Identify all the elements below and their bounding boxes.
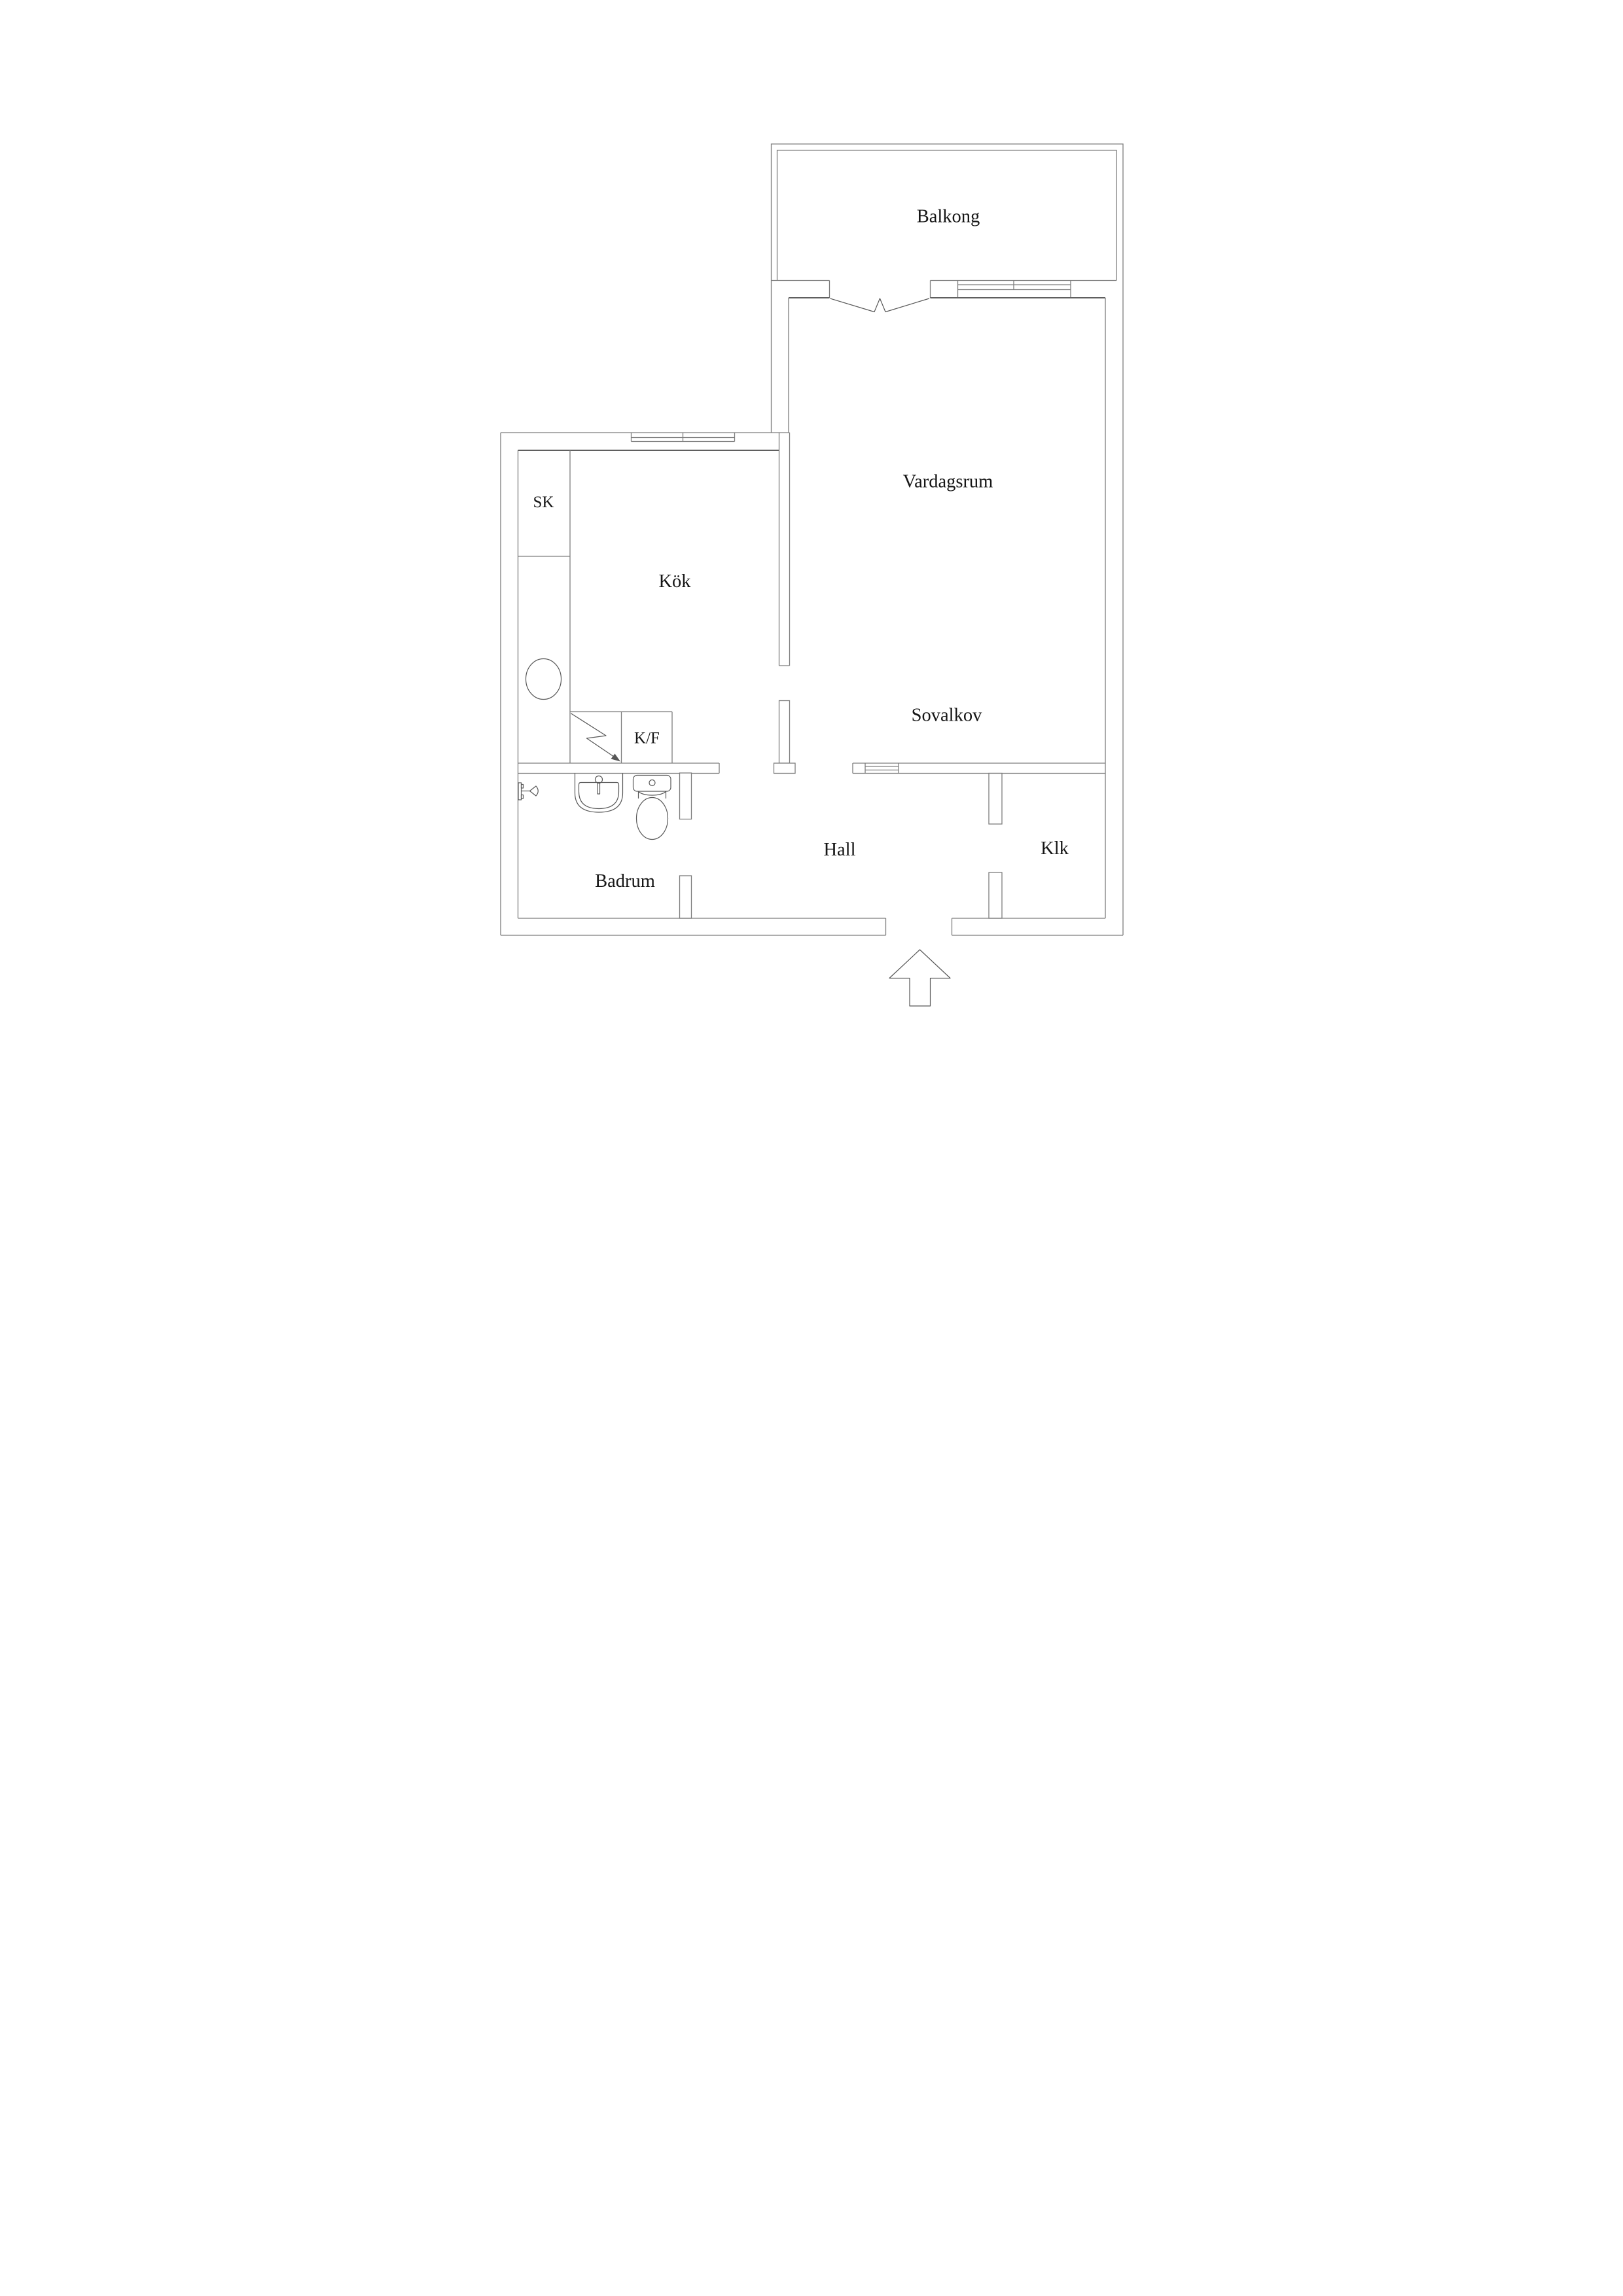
- shower-icon: [518, 782, 539, 800]
- bathroom: Badrum: [518, 772, 692, 919]
- toilet-seat-curve: [637, 791, 667, 798]
- toilet-icon: [632, 774, 671, 840]
- bathroom-door-stub-bottom: [679, 875, 692, 919]
- entrance-opening-caps: [885, 918, 953, 935]
- room-label-balkong: Balkong: [917, 207, 980, 227]
- balcony-double-door-icon: [830, 298, 930, 313]
- window-glass-lines: [957, 280, 1071, 291]
- room-label-sk: SK: [533, 493, 554, 511]
- shower-wall-plate: [518, 782, 522, 800]
- kitchen-living-partition-wall: [771, 298, 796, 774]
- shower-tab-bottom: [520, 794, 524, 799]
- kitchen-window-lines: [630, 433, 736, 442]
- radiator-lines: [865, 763, 899, 774]
- kitchen-window-icon: [630, 433, 736, 442]
- kitchen: K/F Kök SK: [518, 450, 720, 774]
- entrance-arrow-icon: [889, 949, 951, 1007]
- room-label-vardagsrum: Vardagsrum: [903, 472, 993, 492]
- room-label-sovalkov: Sovalkov: [912, 706, 982, 726]
- hall: Hall: [823, 840, 855, 860]
- klk-door-stub-top: [988, 772, 1003, 825]
- sovalkov-south-wall: [852, 762, 1105, 774]
- sink-round-icon: [525, 658, 562, 700]
- living-room: Vardagsrum Sovalkov: [903, 298, 1106, 918]
- room-label-badrum: Badrum: [595, 871, 655, 891]
- room-label-hall: Hall: [823, 840, 855, 860]
- washbasin-tap-stem: [597, 782, 601, 795]
- klk-closet: Klk: [988, 772, 1069, 919]
- kitchen-south-wall-lines: [518, 762, 720, 774]
- radiator-icon: [865, 763, 899, 774]
- washbasin-inner: [578, 781, 620, 810]
- balcony: Balkong: [770, 143, 1124, 935]
- south-wall: [501, 918, 1123, 1007]
- appliance-box-lines: [570, 711, 673, 763]
- room-label-kok: Kök: [658, 571, 691, 592]
- toilet-tank: [632, 774, 671, 792]
- wall-band-jamb-lines: [829, 280, 1071, 298]
- stove-lightning-icon: [571, 713, 620, 762]
- floor-plan-canvas: Balkong Vardagsrum Sovalkov: [500, 143, 1124, 1007]
- washbasin-icon: [574, 773, 624, 813]
- balcony-inner-wall: [776, 149, 1117, 281]
- window-icon: [957, 280, 1071, 291]
- shower-head: [529, 785, 539, 797]
- shower-tab-top: [520, 783, 524, 789]
- floor-plan-page: Balkong Vardagsrum Sovalkov: [406, 0, 1217, 1148]
- room-label-klk: Klk: [1041, 838, 1069, 859]
- top-left-outer-wall: [500, 432, 772, 935]
- klk-door-stub-bottom: [988, 872, 1003, 919]
- washbasin-tap-knob: [594, 775, 603, 784]
- toilet-flush-button: [649, 779, 656, 787]
- partition-wall-lines: [778, 433, 791, 666]
- bathroom-door-stub-top: [679, 772, 692, 820]
- balcony-outer-wall: [770, 143, 1124, 935]
- lightning-bolt-line: [571, 713, 620, 761]
- partition-pillar: [778, 700, 791, 764]
- lightning-bolt-arrowhead: [611, 753, 620, 762]
- partition-pillar-foot: [773, 762, 796, 774]
- room-label-kf: K/F: [634, 730, 660, 747]
- fridge-freezer-box-icon: K/F: [634, 730, 660, 747]
- exterior-walls-west: [500, 432, 779, 935]
- living-room-north-wall: [771, 279, 1116, 313]
- sovalkov-wall-lines: [852, 762, 1105, 774]
- washbasin-outer: [574, 773, 624, 813]
- toilet-bowl: [635, 797, 669, 840]
